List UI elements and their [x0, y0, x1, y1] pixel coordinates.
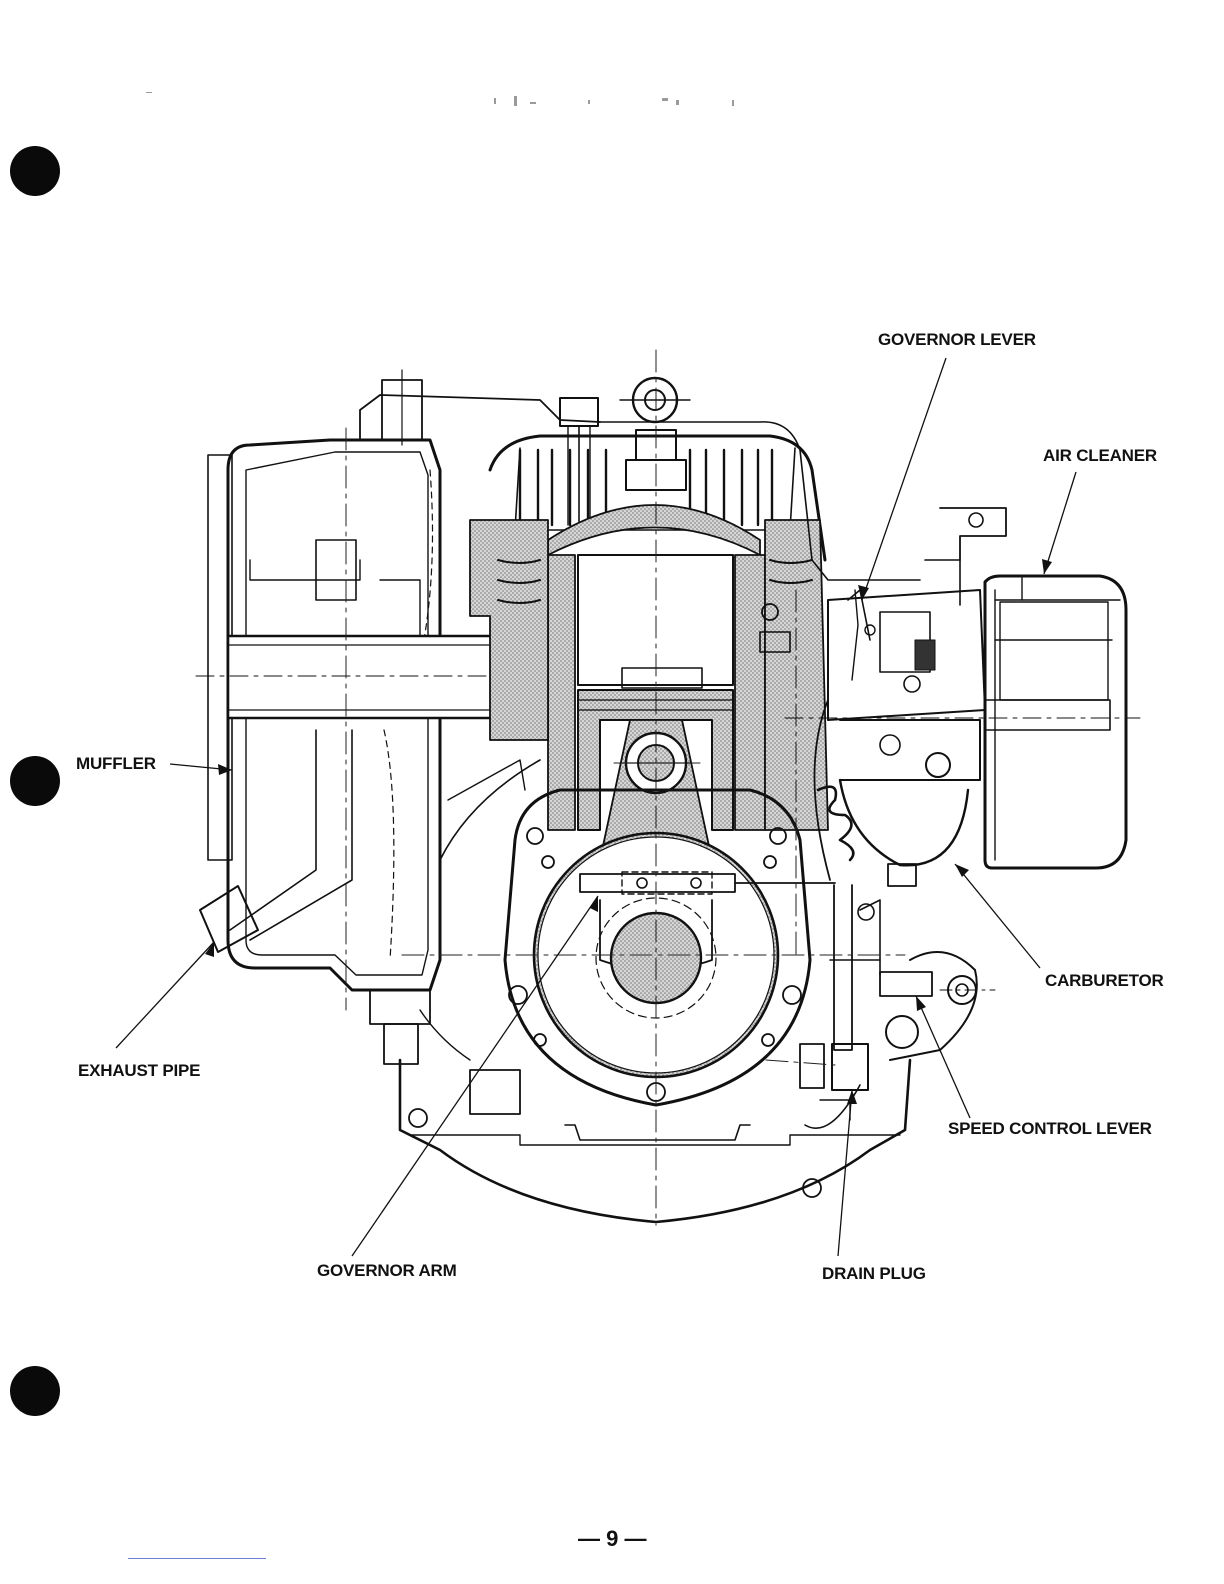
label-speed-control-lever: SPEED CONTROL LEVER [948, 1119, 1152, 1139]
label-muffler: MUFFLER [76, 754, 156, 774]
label-air-cleaner: AIR CLEANER [1043, 446, 1157, 466]
bottom-rule [128, 1558, 266, 1559]
exhaust-pipe-shape [196, 636, 520, 952]
label-drain-plug: DRAIN PLUG [822, 1264, 926, 1284]
leader-exhaust-pipe [116, 942, 214, 1048]
speed-control-linkage [805, 885, 995, 1128]
leader-governor-lever [862, 358, 946, 600]
label-governor-lever: GOVERNOR LEVER [878, 330, 1036, 350]
leader-carburetor [955, 864, 1040, 968]
air-cleaner-shape [985, 576, 1126, 868]
carburetor-shape [785, 508, 1140, 886]
page-number: — 9 — [578, 1526, 646, 1552]
scan-specks [146, 92, 734, 106]
label-carburetor: CARBURETOR [1045, 971, 1164, 991]
leader-air-cleaner [1044, 472, 1076, 574]
label-governor-arm: GOVERNOR ARM [317, 1261, 457, 1281]
leader-speed-control-lever [916, 996, 970, 1118]
crankcase [505, 790, 835, 1105]
leader-governor-arm [352, 896, 598, 1256]
label-exhaust-pipe: EXHAUST PIPE [78, 1061, 200, 1081]
